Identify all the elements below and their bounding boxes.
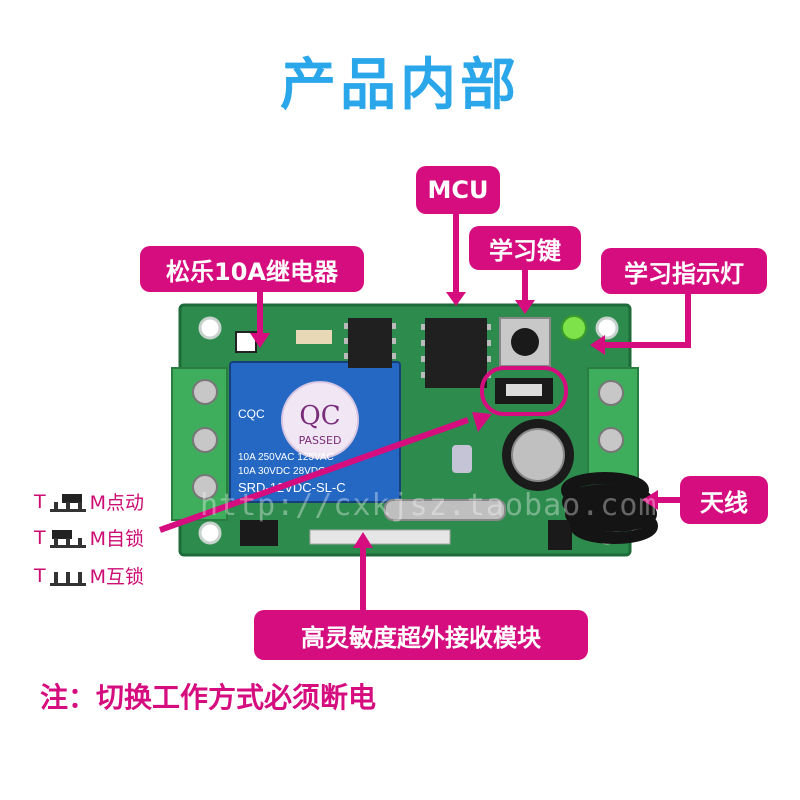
relay-brand: CQC <box>238 407 265 421</box>
mode-latch: T M自锁 <box>34 524 144 551</box>
relay-passed-sticker: PASSED <box>299 434 342 447</box>
page-title: 产品内部 <box>280 53 520 118</box>
relay-rating-1: 10A 250VAC 125VAC <box>238 452 334 463</box>
label-learn-key: 学习键 <box>469 226 581 270</box>
mode-right-label: M点动 <box>89 492 145 514</box>
label-learn-led: 学习指示灯 <box>601 248 767 294</box>
mode-right-label: M互锁 <box>89 566 145 588</box>
label-receiver: 高灵敏度超外接收模块 <box>254 610 588 660</box>
jumper-latch-icon <box>49 529 86 548</box>
jumper-interlock-icon <box>49 571 86 586</box>
mode-interlock: T M互锁 <box>34 562 144 589</box>
label-mcu: MCU <box>416 166 500 214</box>
mode-left-label: T <box>34 564 46 587</box>
note-text: 注：切换工作方式必须断电 <box>40 681 377 714</box>
mode-right-label: M自锁 <box>89 528 145 550</box>
label-antenna: 天线 <box>680 476 768 524</box>
label-relay: 松乐10A继电器 <box>140 246 364 292</box>
relay-qc-sticker: QC <box>299 401 340 431</box>
mode-momentary: T M点动 <box>34 488 144 515</box>
watermark: http://cxkjsz.taobao.com <box>200 488 658 523</box>
mode-left-label: T <box>34 490 46 513</box>
relay-rating-2: 10A 30VDC 28VDC <box>238 466 325 477</box>
mode-left-label: T <box>34 526 46 549</box>
jumper-momentary-icon <box>49 493 86 512</box>
